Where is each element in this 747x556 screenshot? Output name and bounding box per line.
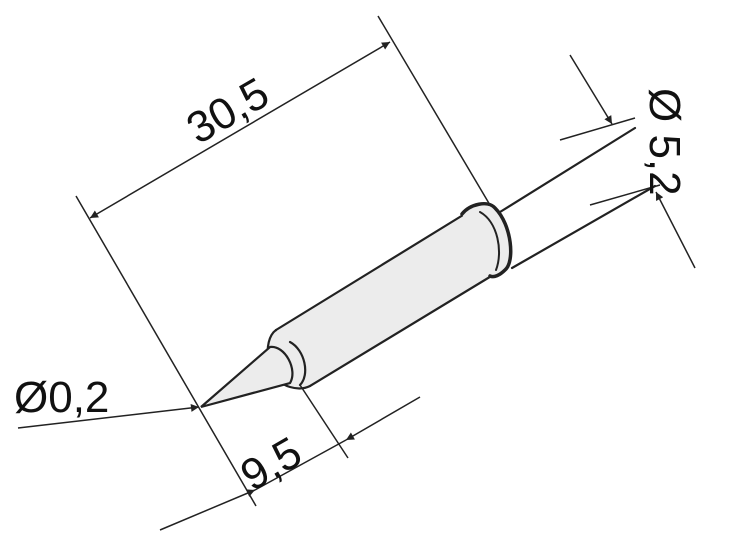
shaft-diameter-label: Ø 5,2 — [640, 88, 689, 196]
tip-cone — [200, 345, 294, 409]
dimension-lines — [17, 15, 696, 531]
tip-diameter-label: Ø0,2 — [14, 373, 109, 422]
tip-body — [273, 210, 501, 388]
shaft — [498, 126, 657, 270]
taper-length-label: 9,5 — [233, 428, 310, 501]
overall-length-label: 30,5 — [179, 68, 278, 153]
